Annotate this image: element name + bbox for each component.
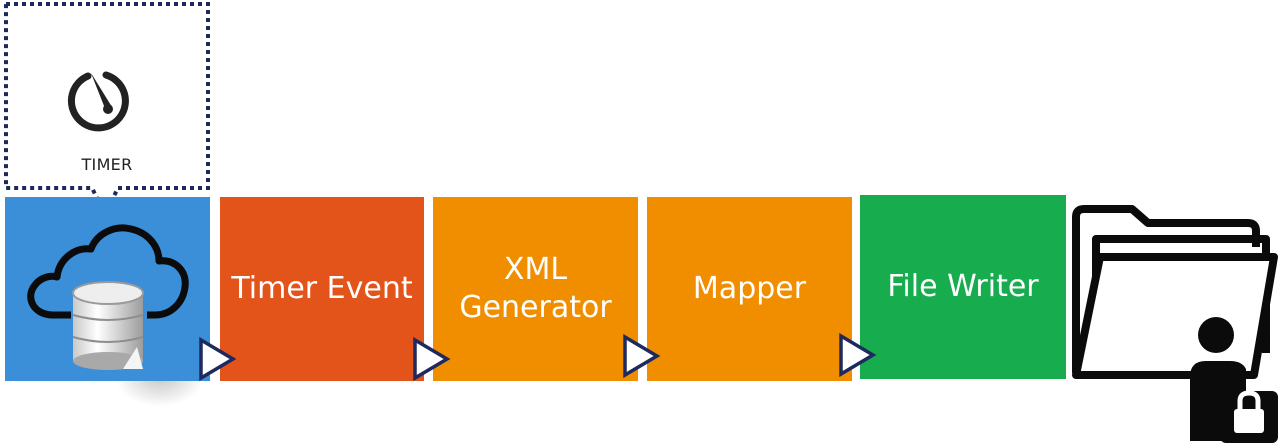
cloud-database-icon xyxy=(5,197,210,381)
stage-timer-event[interactable]: Timer Event xyxy=(220,197,424,381)
secure-folder-icon[interactable] xyxy=(1070,203,1280,443)
timer-callout: TIMER xyxy=(4,2,210,219)
stage-mapper[interactable]: Mapper xyxy=(647,197,852,381)
source-block[interactable] xyxy=(5,197,210,407)
stage-label: File Writer xyxy=(887,269,1039,304)
flow-arrow-2-icon xyxy=(413,336,451,382)
flow-arrow-1-icon xyxy=(199,336,237,382)
stage-xml-generator[interactable]: XML Generator xyxy=(433,197,638,381)
flow-arrow-4-icon xyxy=(839,332,877,378)
stage-file-writer[interactable]: File Writer xyxy=(860,195,1066,379)
timer-label: TIMER xyxy=(81,155,133,174)
stopwatch-icon xyxy=(67,71,129,132)
flow-arrow-3-icon xyxy=(623,333,661,379)
stage-label: Timer Event xyxy=(231,271,413,306)
stage-label: XML Generator xyxy=(459,252,612,325)
stage-label: Mapper xyxy=(692,271,807,306)
